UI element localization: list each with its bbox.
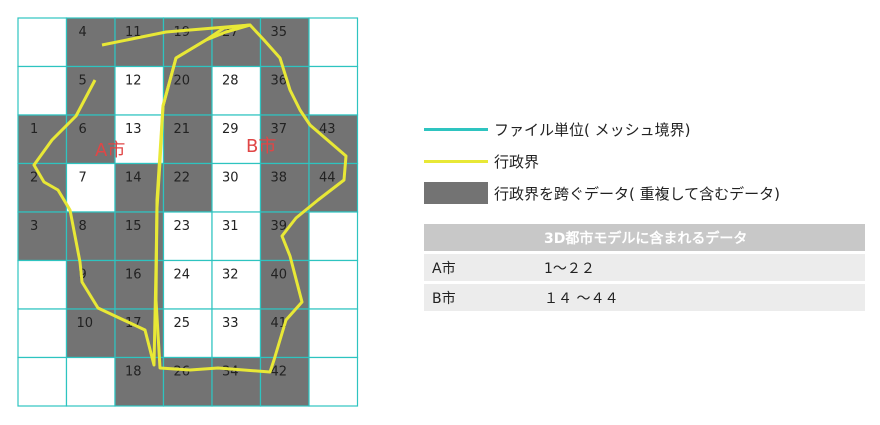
mesh-cell-overlap: [259, 308, 310, 359]
mesh-cell-number: 13: [125, 122, 142, 137]
mesh-cell-overlap: [65, 114, 116, 165]
mesh-cell-number: 12: [125, 74, 142, 89]
mesh-cell-overlap: [259, 162, 310, 213]
mesh-cell-number: 37: [271, 122, 288, 137]
mesh-cell-overlap: [17, 162, 68, 213]
mesh-cell-number: 21: [174, 122, 191, 137]
mesh-cell: [308, 308, 359, 359]
table-cell-city: B市: [424, 284, 536, 311]
mesh-cell-number: 4: [79, 25, 87, 40]
mesh-cell-number: 40: [271, 268, 288, 283]
mesh-cell-number: 38: [271, 171, 288, 186]
mesh-cell-overlap: [17, 114, 68, 165]
city-b-label: B市: [246, 136, 276, 157]
mesh-cell-number: 36: [271, 74, 288, 89]
mesh-cell-overlap: [65, 259, 116, 310]
city-b-boundary-line: [154, 23, 348, 374]
mesh-cell-overlap: [259, 114, 310, 165]
mesh-cell: [17, 259, 68, 310]
mesh-cell-number: 15: [125, 219, 142, 234]
table-row: A市 1〜２２: [424, 254, 865, 281]
mesh-cell-number: 29: [222, 122, 239, 137]
mesh-cell-number: 42: [271, 365, 288, 380]
mesh-cell-overlap: [308, 162, 359, 213]
table-row: B市 １４ 〜４４: [424, 284, 865, 311]
mesh-cell-number: 28: [222, 74, 239, 89]
mesh-cell: [65, 162, 116, 213]
mesh-cell-number: 39: [271, 219, 288, 234]
table-cell-range: １４ 〜４４: [536, 284, 865, 311]
mesh-cell-number: 23: [174, 219, 191, 234]
mesh-cell-number: 32: [222, 268, 239, 283]
mesh-cell-overlap: [114, 162, 165, 213]
mesh-cell: [211, 162, 262, 213]
legend-item-boundary: 行政界: [424, 145, 874, 177]
mesh-cell-overlap: [65, 17, 116, 68]
mesh-cell-number: 26: [174, 365, 191, 380]
mesh-cell-number: 19: [174, 25, 191, 40]
mesh-cell-number: 43: [319, 122, 336, 137]
mesh-cell-number: 7: [79, 171, 87, 186]
mesh-cell-overlap: [162, 114, 213, 165]
legend: ファイル単位( メッシュ境界) 行政界 行政界を跨ぐデータ( 重複して含むデータ…: [424, 113, 874, 209]
mesh-cell-number: 25: [174, 316, 191, 331]
legend-item-overlap: 行政界を跨ぐデータ( 重複して含むデータ): [424, 177, 874, 209]
mesh-cell-number: 30: [222, 171, 239, 186]
mesh-cell-number: 2: [30, 171, 38, 186]
mesh-cell-number: 33: [222, 316, 239, 331]
table-header-city: [424, 224, 536, 251]
mesh-cell-number: 44: [319, 171, 336, 186]
mesh-cell-number: 24: [174, 268, 191, 283]
mesh-cell-overlap: [162, 162, 213, 213]
mesh-cell-number: 3: [30, 219, 38, 234]
table-cell-city: A市: [424, 254, 536, 281]
cyan-line-swatch: [424, 127, 488, 131]
city-a-label: A市: [95, 140, 125, 161]
table-cell-range: 1〜２２: [536, 254, 865, 281]
mesh-cell: [308, 17, 359, 68]
data-table: 3D都市モデルに含まれるデータ A市 1〜２２ B市 １４ 〜４４: [424, 221, 865, 314]
mesh-cell-overlap: [17, 211, 68, 262]
mesh-cell-number: 20: [174, 74, 191, 89]
mesh-cell-number: 18: [125, 365, 142, 380]
mesh-cell-number: 22: [174, 171, 191, 186]
mesh-cell-number: 5: [79, 74, 87, 89]
mesh-cell: [162, 308, 213, 359]
legend-label-boundary: 行政界: [494, 152, 540, 171]
mesh-cell: [308, 65, 359, 116]
mesh-cell: [308, 356, 359, 407]
mesh-cell-number: 16: [125, 268, 142, 283]
mesh-cell-overlap: [211, 356, 262, 407]
legend-label-overlap: 行政界を跨ぐデータ( 重複して含むデータ): [494, 184, 781, 203]
mesh-cell-number: 14: [125, 171, 142, 186]
mesh-cell: [308, 211, 359, 262]
mesh-cell: [65, 356, 116, 407]
mesh-cell: [211, 259, 262, 310]
mesh-cell: [17, 308, 68, 359]
city-a-boundary-line: [32, 23, 252, 367]
legend-item-file-unit: ファイル単位( メッシュ境界): [424, 113, 874, 145]
mesh-cell: [211, 114, 262, 165]
legend-label-file-unit: ファイル単位( メッシュ境界): [494, 120, 691, 139]
mesh-cell: [17, 65, 68, 116]
mesh-cell-number: 34: [222, 365, 239, 380]
mesh-cell-overlap: [114, 356, 165, 407]
mesh-cell-number: 10: [77, 316, 94, 331]
mesh-cell-number: 1: [30, 122, 38, 137]
mesh-cell-number: 31: [222, 219, 239, 234]
table-header-data: 3D都市モデルに含まれるデータ: [536, 224, 865, 251]
mesh-cell: [17, 17, 68, 68]
table-header-row: 3D都市モデルに含まれるデータ: [424, 224, 865, 251]
gray-box-swatch: [424, 182, 488, 204]
mesh-cell-number: 8: [79, 219, 87, 234]
mesh-cell-overlap: [259, 211, 310, 262]
mesh-cell-number: 6: [79, 122, 87, 137]
yellow-line-swatch: [424, 159, 488, 163]
mesh-cell-number: 11: [125, 25, 142, 40]
mesh-cell: [17, 356, 68, 407]
mesh-cell-overlap: [308, 114, 359, 165]
mesh-cell-number: 35: [271, 25, 288, 40]
mesh-cell: [308, 259, 359, 310]
